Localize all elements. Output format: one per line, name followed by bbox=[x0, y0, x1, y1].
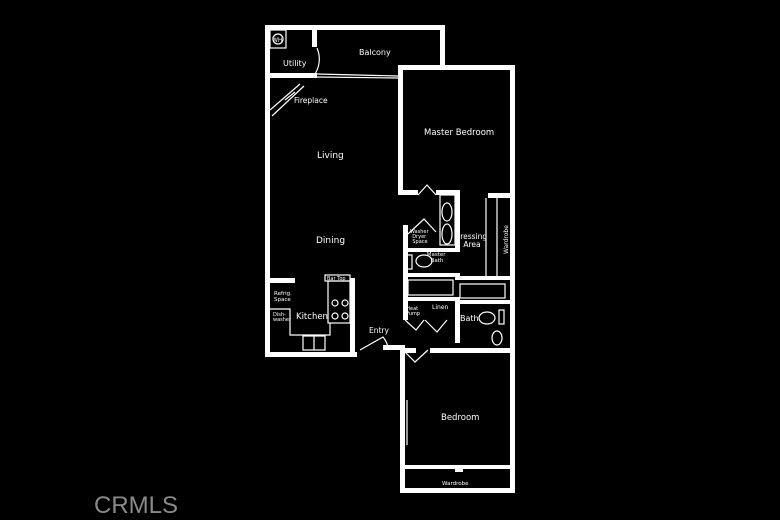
crmls-watermark: CRMLS bbox=[94, 492, 179, 519]
utility-label: Utility bbox=[283, 59, 307, 68]
fireplace-label: Fireplace bbox=[294, 96, 328, 105]
room-labels: WH Utility Balcony Fireplace Living Dini… bbox=[272, 37, 510, 487]
master-bedroom-label: Master Bedroom bbox=[424, 128, 494, 138]
bar-top-label: Bar Top bbox=[327, 276, 346, 282]
dining-label: Dining bbox=[316, 236, 345, 246]
bath-label: Bath bbox=[460, 314, 479, 323]
heat-pump-label: Heat Pump bbox=[406, 306, 420, 317]
water-heater-label: WH bbox=[272, 37, 282, 44]
wardrobe-master-label: Wardrobe bbox=[503, 225, 510, 254]
linen-label: Linen bbox=[432, 304, 449, 311]
bedroom-label: Bedroom bbox=[441, 413, 479, 423]
balcony-label: Balcony bbox=[359, 48, 391, 57]
refrig-space-label: Refrig. Space bbox=[274, 291, 294, 303]
wardrobe-bedroom-label: Wardrobe bbox=[442, 481, 469, 487]
kitchen-label: Kitchen bbox=[296, 312, 328, 322]
dishwasher-label: Dish- washer bbox=[273, 312, 292, 323]
master-bath-label: Master Bath bbox=[427, 252, 448, 264]
fixtures bbox=[269, 29, 510, 445]
dressing-area-label: Dressing Area bbox=[454, 232, 489, 249]
entry-label: Entry bbox=[369, 326, 390, 335]
living-label: Living bbox=[317, 151, 344, 161]
walls bbox=[265, 25, 515, 493]
washer-dryer-label: Washer Dryer Space bbox=[410, 229, 430, 245]
